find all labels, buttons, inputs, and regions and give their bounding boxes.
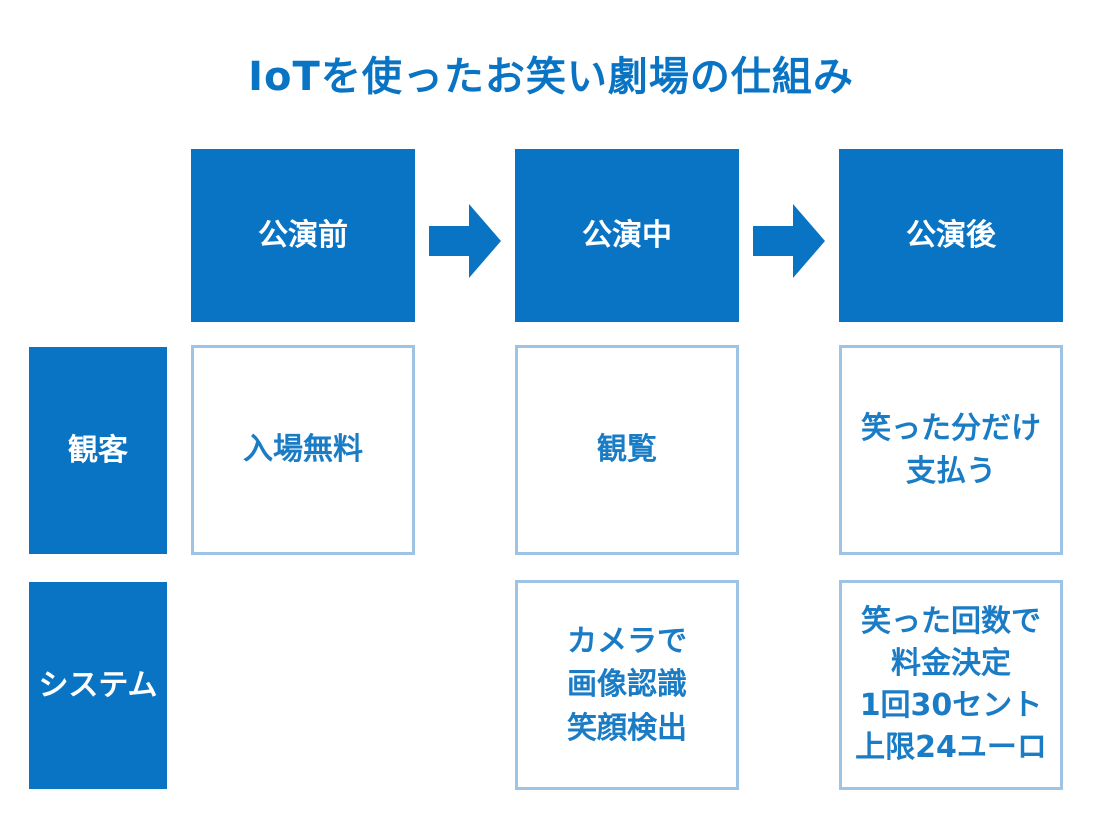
cell-text-line: 笑った回数で — [861, 604, 1041, 639]
row-system-label: システム — [29, 582, 167, 789]
cell-text-line: 観覧 — [597, 432, 657, 468]
row-audience-label: 観客 — [29, 347, 167, 554]
cell-text-line: 笑顔検出 — [567, 710, 687, 746]
cell-text-line: 1回30セント — [859, 688, 1043, 723]
cell-text-line: 上限24ユーロ — [855, 730, 1047, 765]
cell-text-line: 笑った分だけ — [861, 410, 1041, 446]
diagram-title: IoTを使ったお笑い劇場の仕組み — [248, 54, 854, 100]
cell-text-line: 支払う — [906, 454, 996, 489]
phase-before-header: 公演前 — [191, 149, 415, 322]
cell-audience-during: 観覧 — [515, 345, 739, 555]
row-audience-text: 観客 — [68, 432, 128, 468]
row-system-text: システム — [38, 667, 158, 703]
cell-system-during: カメラで 画像認識 笑顔検出 — [515, 580, 739, 790]
cell-audience-after: 笑った分だけ 支払う — [839, 345, 1063, 555]
cell-system-after: 笑った回数で 料金決定 1回30セント 上限24ユーロ — [839, 580, 1063, 790]
right-arrow-icon — [753, 204, 825, 278]
cell-text-line: 画像認識 — [567, 667, 687, 703]
cell-text-line: 入場無料 — [243, 432, 363, 468]
right-arrow-icon — [429, 204, 501, 278]
phase-during-header: 公演中 — [515, 149, 739, 322]
phase-before-label: 公演前 — [258, 217, 348, 253]
cell-text-line: 料金決定 — [891, 646, 1011, 681]
cell-audience-before: 入場無料 — [191, 345, 415, 555]
phase-after-label: 公演後 — [906, 217, 996, 253]
phase-after-header: 公演後 — [839, 149, 1063, 322]
phase-during-label: 公演中 — [582, 217, 672, 253]
cell-text-line: カメラで — [567, 623, 687, 659]
